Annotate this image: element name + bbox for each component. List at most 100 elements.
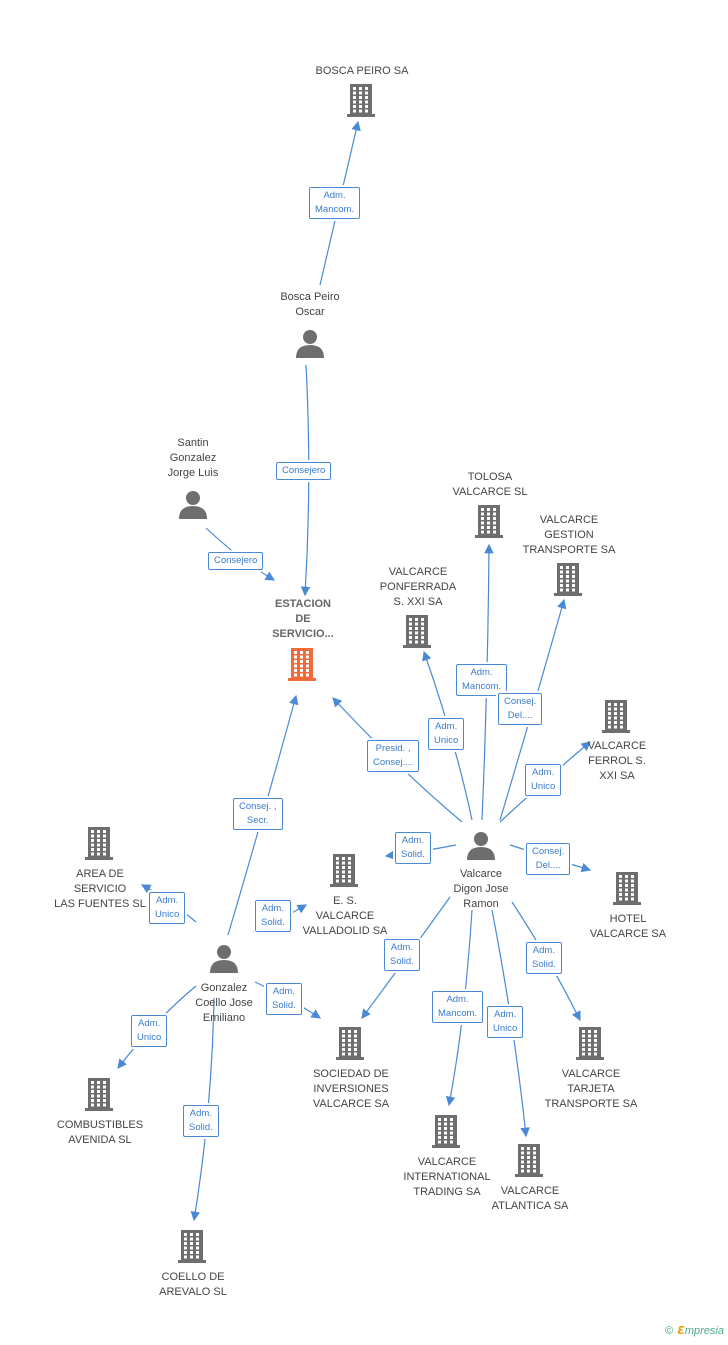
building-icon [347, 84, 375, 117]
node-gonzalez[interactable]: Gonzalez Coello Jose Emiliano [154, 981, 294, 1026]
node-tolosa[interactable]: TOLOSA VALCARCE SL [420, 470, 560, 500]
node-label: TOLOSA VALCARCE SL [452, 471, 528, 498]
building-icon [403, 615, 431, 648]
node-icon-wrap[interactable] [432, 1114, 460, 1153]
relation-label-r6[interactable]: Adm. Unico [428, 718, 465, 750]
node-icon-wrap[interactable] [576, 1026, 604, 1065]
person-icon [210, 945, 238, 973]
relation-label-r9[interactable]: Adm. Solid. [395, 832, 431, 864]
relation-label-r19[interactable]: Adm. Unico [487, 1006, 524, 1038]
node-international[interactable]: VALCARCE INTERNATIONAL TRADING SA [377, 1155, 517, 1200]
node-ponferrada[interactable]: VALCARCE PONFERRADA S. XXI SA [348, 565, 488, 610]
node-gestion[interactable]: VALCARCE GESTION TRANSPORTE SA [499, 513, 639, 558]
building-icon [85, 827, 113, 860]
relation-label-r4[interactable]: Adm. Mancom. [456, 664, 508, 696]
relation-label-r7[interactable]: Presid. , Consej.... [367, 740, 420, 772]
node-label: VALCARCE TARJETA TRANSPORTE SA [544, 1068, 638, 1110]
node-es-valladolid[interactable]: E. S. VALCARCE VALLADOLID SA [275, 894, 415, 939]
relation-label-r3[interactable]: Consejero [208, 552, 264, 570]
building-icon [554, 563, 582, 596]
relation-label-r18[interactable]: Adm. Mancom. [432, 991, 484, 1023]
node-icon-wrap[interactable] [403, 614, 431, 653]
node-icon-wrap[interactable] [85, 826, 113, 865]
node-label: COMBUSTIBLES AVENIDA SL [56, 1119, 144, 1146]
node-label: COELLO DE AREVALO SL [159, 1271, 227, 1298]
brand-name: mpresia [684, 1325, 724, 1337]
footer-brand[interactable]: ©ℇmpresia [665, 1324, 724, 1337]
node-label: VALCARCE PONFERRADA S. XXI SA [379, 566, 457, 608]
node-label: VALCARCE GESTION TRANSPORTE SA [522, 514, 616, 556]
relation-label-r12[interactable]: Adm. Unico [149, 892, 186, 924]
relation-label-r2[interactable]: Consejero [276, 462, 332, 480]
node-label: BOSCA PEIRO SA [315, 65, 409, 77]
building-icon [475, 505, 503, 538]
brand-logo-icon: ℇ [677, 1325, 685, 1337]
building-icon [330, 854, 358, 887]
node-label: Gonzalez Coello Jose Emiliano [195, 982, 253, 1024]
node-label: VALCARCE INTERNATIONAL TRADING SA [403, 1156, 491, 1198]
node-atlantica[interactable]: VALCARCE ATLANTICA SA [460, 1184, 600, 1214]
node-icon-wrap[interactable] [209, 943, 239, 978]
node-icon-wrap[interactable] [178, 1229, 206, 1268]
person-icon [296, 330, 324, 358]
copyright-symbol: © [665, 1325, 674, 1337]
building-icon [336, 1027, 364, 1060]
node-icon-wrap[interactable] [475, 504, 503, 543]
building-icon [602, 700, 630, 733]
building-icon [178, 1230, 206, 1263]
building-icon [432, 1115, 460, 1148]
node-icon-wrap[interactable] [613, 871, 641, 910]
central-building-icon [288, 648, 316, 681]
edge-r2 [300, 364, 311, 597]
relation-label-r5[interactable]: Consej. Del.... [498, 693, 543, 725]
node-icon-wrap[interactable] [602, 699, 630, 738]
relation-label-r15[interactable]: Adm. Solid. [526, 942, 562, 974]
relation-label-r20[interactable]: Adm. Solid. [183, 1105, 219, 1137]
node-tarjeta[interactable]: VALCARCE TARJETA TRANSPORTE SA [521, 1067, 661, 1112]
relation-label-r8[interactable]: Adm. Unico [525, 764, 562, 796]
node-icon-wrap[interactable] [466, 830, 496, 865]
relation-label-r14[interactable]: Adm. Solid. [384, 939, 420, 971]
node-label: ESTACION DE SERVICIO... [272, 598, 334, 640]
node-icon-wrap[interactable] [336, 1026, 364, 1065]
relation-label-r16[interactable]: Adm. Solid. [266, 983, 302, 1015]
node-label: Valcarce Digon Jose Ramon [453, 868, 509, 910]
node-label: AREA DE SERVICIO LAS FUENTES SL [54, 868, 146, 910]
node-icon-wrap[interactable] [85, 1077, 113, 1116]
node-label: E. S. VALCARCE VALLADOLID SA [302, 895, 388, 937]
node-label: SOCIEDAD DE INVERSIONES VALCARCE SA [312, 1068, 390, 1110]
node-icon-wrap[interactable] [347, 83, 375, 122]
node-icon-wrap[interactable] [295, 328, 325, 363]
node-icon-wrap[interactable] [554, 562, 582, 601]
node-label: HOTEL VALCARCE SA [589, 913, 667, 940]
node-sociedad[interactable]: SOCIEDAD DE INVERSIONES VALCARCE SA [281, 1067, 421, 1112]
building-icon [85, 1078, 113, 1111]
node-estacion[interactable]: ESTACION DE SERVICIO... [233, 597, 373, 642]
building-icon [576, 1027, 604, 1060]
relation-label-r10[interactable]: Consej. Del.... [526, 843, 571, 875]
node-hotel[interactable]: HOTEL VALCARCE SA [558, 912, 698, 942]
relation-label-r13[interactable]: Adm. Solid. [255, 900, 291, 932]
node-label: Bosca Peiro Oscar [280, 291, 340, 318]
node-santin[interactable]: Santin Gonzalez Jorge Luis [123, 436, 263, 481]
node-label: Santin Gonzalez Jorge Luis [167, 437, 219, 479]
node-bosca-peiro-sa[interactable]: BOSCA PEIRO SA [292, 64, 432, 79]
node-icon-wrap[interactable] [178, 489, 208, 524]
building-icon [515, 1144, 543, 1177]
node-area[interactable]: AREA DE SERVICIO LAS FUENTES SL [30, 867, 170, 912]
node-icon-wrap[interactable] [288, 647, 316, 686]
node-coello-arevalo[interactable]: COELLO DE AREVALO SL [123, 1270, 263, 1300]
node-combustibles[interactable]: COMBUSTIBLES AVENIDA SL [30, 1118, 170, 1148]
node-label: VALCARCE FERROL S. XXI SA [587, 740, 647, 782]
node-valcarce-digon[interactable]: Valcarce Digon Jose Ramon [411, 867, 551, 912]
node-bosca-peiro-oscar[interactable]: Bosca Peiro Oscar [240, 290, 380, 320]
relation-label-r17[interactable]: Adm. Unico [131, 1015, 168, 1047]
node-ferrol[interactable]: VALCARCE FERROL S. XXI SA [547, 739, 687, 784]
relation-label-r11[interactable]: Consej. , Secr. [233, 798, 283, 830]
node-label: VALCARCE ATLANTICA SA [491, 1185, 569, 1212]
building-icon [613, 872, 641, 905]
relation-label-r1[interactable]: Adm. Mancom. [309, 187, 361, 219]
node-icon-wrap[interactable] [515, 1143, 543, 1182]
node-icon-wrap[interactable] [330, 853, 358, 892]
